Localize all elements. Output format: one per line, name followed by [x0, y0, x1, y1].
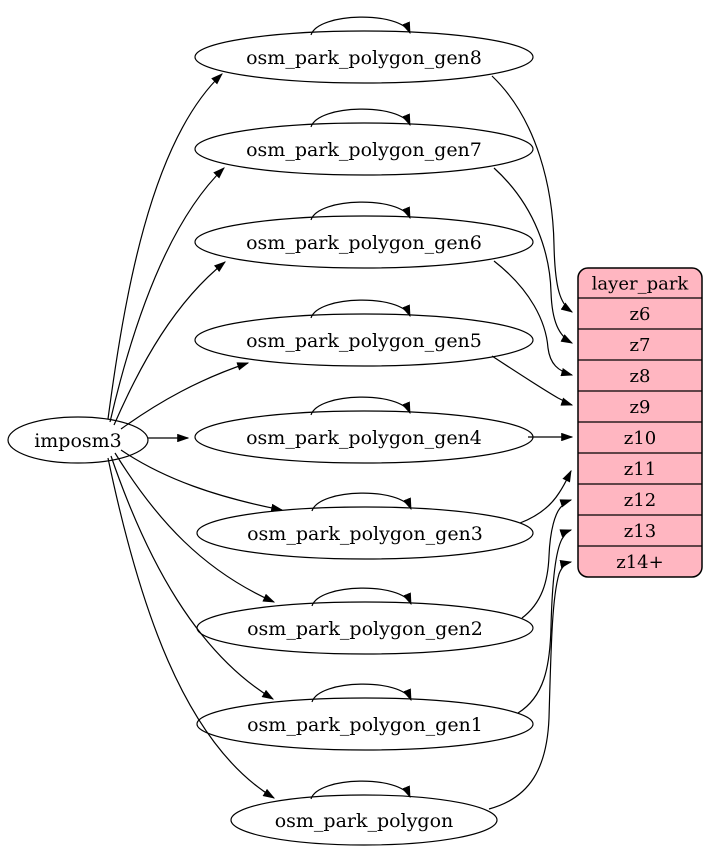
layer-park-row-z11: z11 — [624, 459, 656, 480]
self-loop-osm_park_polygon_gen2 — [311, 587, 412, 607]
self-loop-osm_park_polygon_gen1 — [311, 683, 412, 703]
edge-osm_park_polygon_gen1-to-z13 — [517, 529, 573, 714]
edge-imposm3-to-osm_park_polygon — [107, 457, 276, 799]
node-label-imposm3: imposm3 — [34, 430, 122, 452]
self-loop-osm_park_polygon_gen4 — [310, 396, 411, 416]
self-loop-osm_park_polygon — [310, 780, 411, 800]
self-loop-osm_park_polygon_gen8 — [310, 16, 411, 36]
node-osm_park_polygon_gen8 — [194, 30, 534, 84]
edge-imposm3-to-osm_park_polygon_gen3 — [120, 449, 284, 513]
edge-osm_park_polygon_gen7-to-z7 — [493, 167, 574, 344]
node-label-osm_park_polygon: osm_park_polygon — [275, 810, 454, 832]
edge-osm_park_polygon_gen5-to-z9 — [491, 355, 574, 406]
node-label-osm_park_polygon_gen6: osm_park_polygon_gen6 — [246, 232, 482, 254]
edge-osm_park_polygon_gen6-to-z8 — [493, 260, 574, 377]
node-osm_park_polygon_gen3 — [196, 506, 534, 560]
edge-imposm3-to-osm_park_polygon_gen2 — [114, 452, 276, 603]
node-osm_park_polygon_gen5 — [194, 313, 534, 367]
layer-park-row-z13: z13 — [624, 521, 656, 542]
edge-imposm3-to-osm_park_polygon_gen1 — [110, 455, 275, 700]
edge-osm_park_polygon_gen3-to-z11 — [519, 469, 572, 524]
self-loop-osm_park_polygon_gen5 — [310, 299, 411, 319]
self-loop-osm_park_polygon_gen6 — [310, 201, 411, 221]
node-osm_park_polygon — [230, 794, 498, 846]
node-label-osm_park_polygon_gen1: osm_park_polygon_gen1 — [247, 714, 483, 736]
edge-imposm3-to-osm_park_polygon_gen8 — [107, 73, 223, 420]
node-label-osm_park_polygon_gen3: osm_park_polygon_gen3 — [247, 523, 483, 545]
layer-park-row-z9: z9 — [630, 397, 651, 418]
layer-park-row-z8: z8 — [630, 366, 651, 387]
node-label-osm_park_polygon_gen7: osm_park_polygon_gen7 — [246, 139, 482, 161]
node-label-osm_park_polygon_gen4: osm_park_polygon_gen4 — [246, 427, 482, 449]
edge-imposm3-to-osm_park_polygon_gen5 — [120, 362, 250, 430]
layer-park-row-z12: z12 — [624, 490, 656, 511]
edge-imposm3-to-osm_park_polygon_gen7 — [109, 167, 225, 423]
layer-park-row-z10: z10 — [624, 428, 656, 449]
self-loop-osm_park_polygon_gen7 — [310, 108, 411, 128]
layer-park-row-z14+: z14+ — [616, 552, 663, 573]
edge-imposm3-to-osm_park_polygon_gen6 — [113, 261, 226, 426]
node-osm_park_polygon_gen6 — [194, 215, 534, 269]
edge-osm_park_polygon_gen2-to-z12 — [521, 499, 573, 619]
node-osm_park_polygon_gen1 — [196, 697, 534, 751]
layer-park-row-z7: z7 — [630, 335, 651, 356]
edge-osm_park_polygon-to-z14+ — [488, 560, 573, 810]
node-imposm3 — [7, 416, 149, 464]
self-loop-osm_park_polygon_gen3 — [311, 492, 412, 512]
node-osm_park_polygon_gen7 — [194, 122, 534, 176]
layer-park-header: layer_park — [592, 274, 690, 295]
edge-osm_park_polygon_gen8-to-z6 — [491, 75, 573, 313]
node-label-osm_park_polygon_gen8: osm_park_polygon_gen8 — [246, 47, 482, 69]
layer-park-row-z6: z6 — [630, 304, 651, 325]
node-label-osm_park_polygon_gen5: osm_park_polygon_gen5 — [246, 330, 482, 352]
node-label-osm_park_polygon_gen2: osm_park_polygon_gen2 — [247, 618, 483, 640]
